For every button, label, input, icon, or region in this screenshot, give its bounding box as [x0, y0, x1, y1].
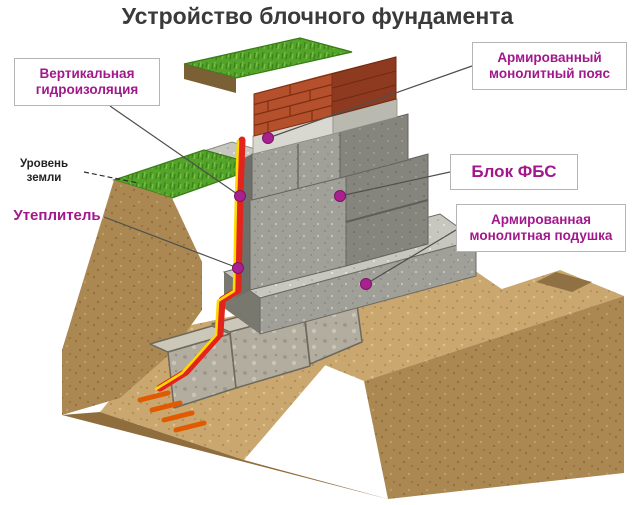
right-soil-notch [536, 272, 592, 292]
callout-dots [232, 132, 372, 290]
soil-front-edge [62, 412, 388, 499]
ground-level-dashed-line [83, 171, 139, 184]
callout-dot-fbs [334, 190, 346, 202]
fbs-side-joint [345, 199, 429, 223]
page-title: Устройство блочного фундамента [121, 3, 514, 29]
callout-dot-cushion [360, 278, 372, 290]
callout-lines [83, 65, 473, 285]
rebar-mark [149, 400, 183, 413]
label-armored-monolithic-belt: Армированный монолитный пояс [472, 42, 627, 90]
callout-dot-insulation [232, 262, 244, 274]
rubble-base [149, 288, 363, 409]
label-vertical-waterproofing: Вертикальная гидроизоляция [14, 58, 160, 106]
left-soil-face [62, 180, 202, 415]
brick-front-courses [253, 83, 333, 132]
callout-line-fbs [339, 171, 451, 197]
rebar-mark [161, 410, 195, 423]
ground [62, 37, 624, 499]
label-armored-monolithic-cushion: Армированная монолитная подушка [456, 204, 626, 252]
callout-line-insulation [103, 216, 239, 269]
callout-line-belt [267, 65, 473, 139]
label-ground-level: Уровень земли [19, 157, 69, 184]
right-soil-top [300, 270, 624, 381]
rebar-mark [173, 420, 207, 433]
brick-wall [253, 56, 397, 137]
callout-dot-belt [262, 132, 274, 144]
right-soil-front [364, 296, 624, 499]
callout-line-waterproofing [109, 105, 241, 197]
label-fbs-block: Блок ФБС [450, 154, 578, 190]
brick-side-courses [331, 70, 397, 103]
callout-line-cushion [365, 229, 457, 285]
label-insulation: Утеплитель [13, 206, 101, 224]
back-soil-edge [184, 64, 236, 93]
rebar-mark [137, 390, 171, 403]
rebar-marks [137, 390, 207, 433]
callout-dot-waterproofing [234, 190, 246, 202]
